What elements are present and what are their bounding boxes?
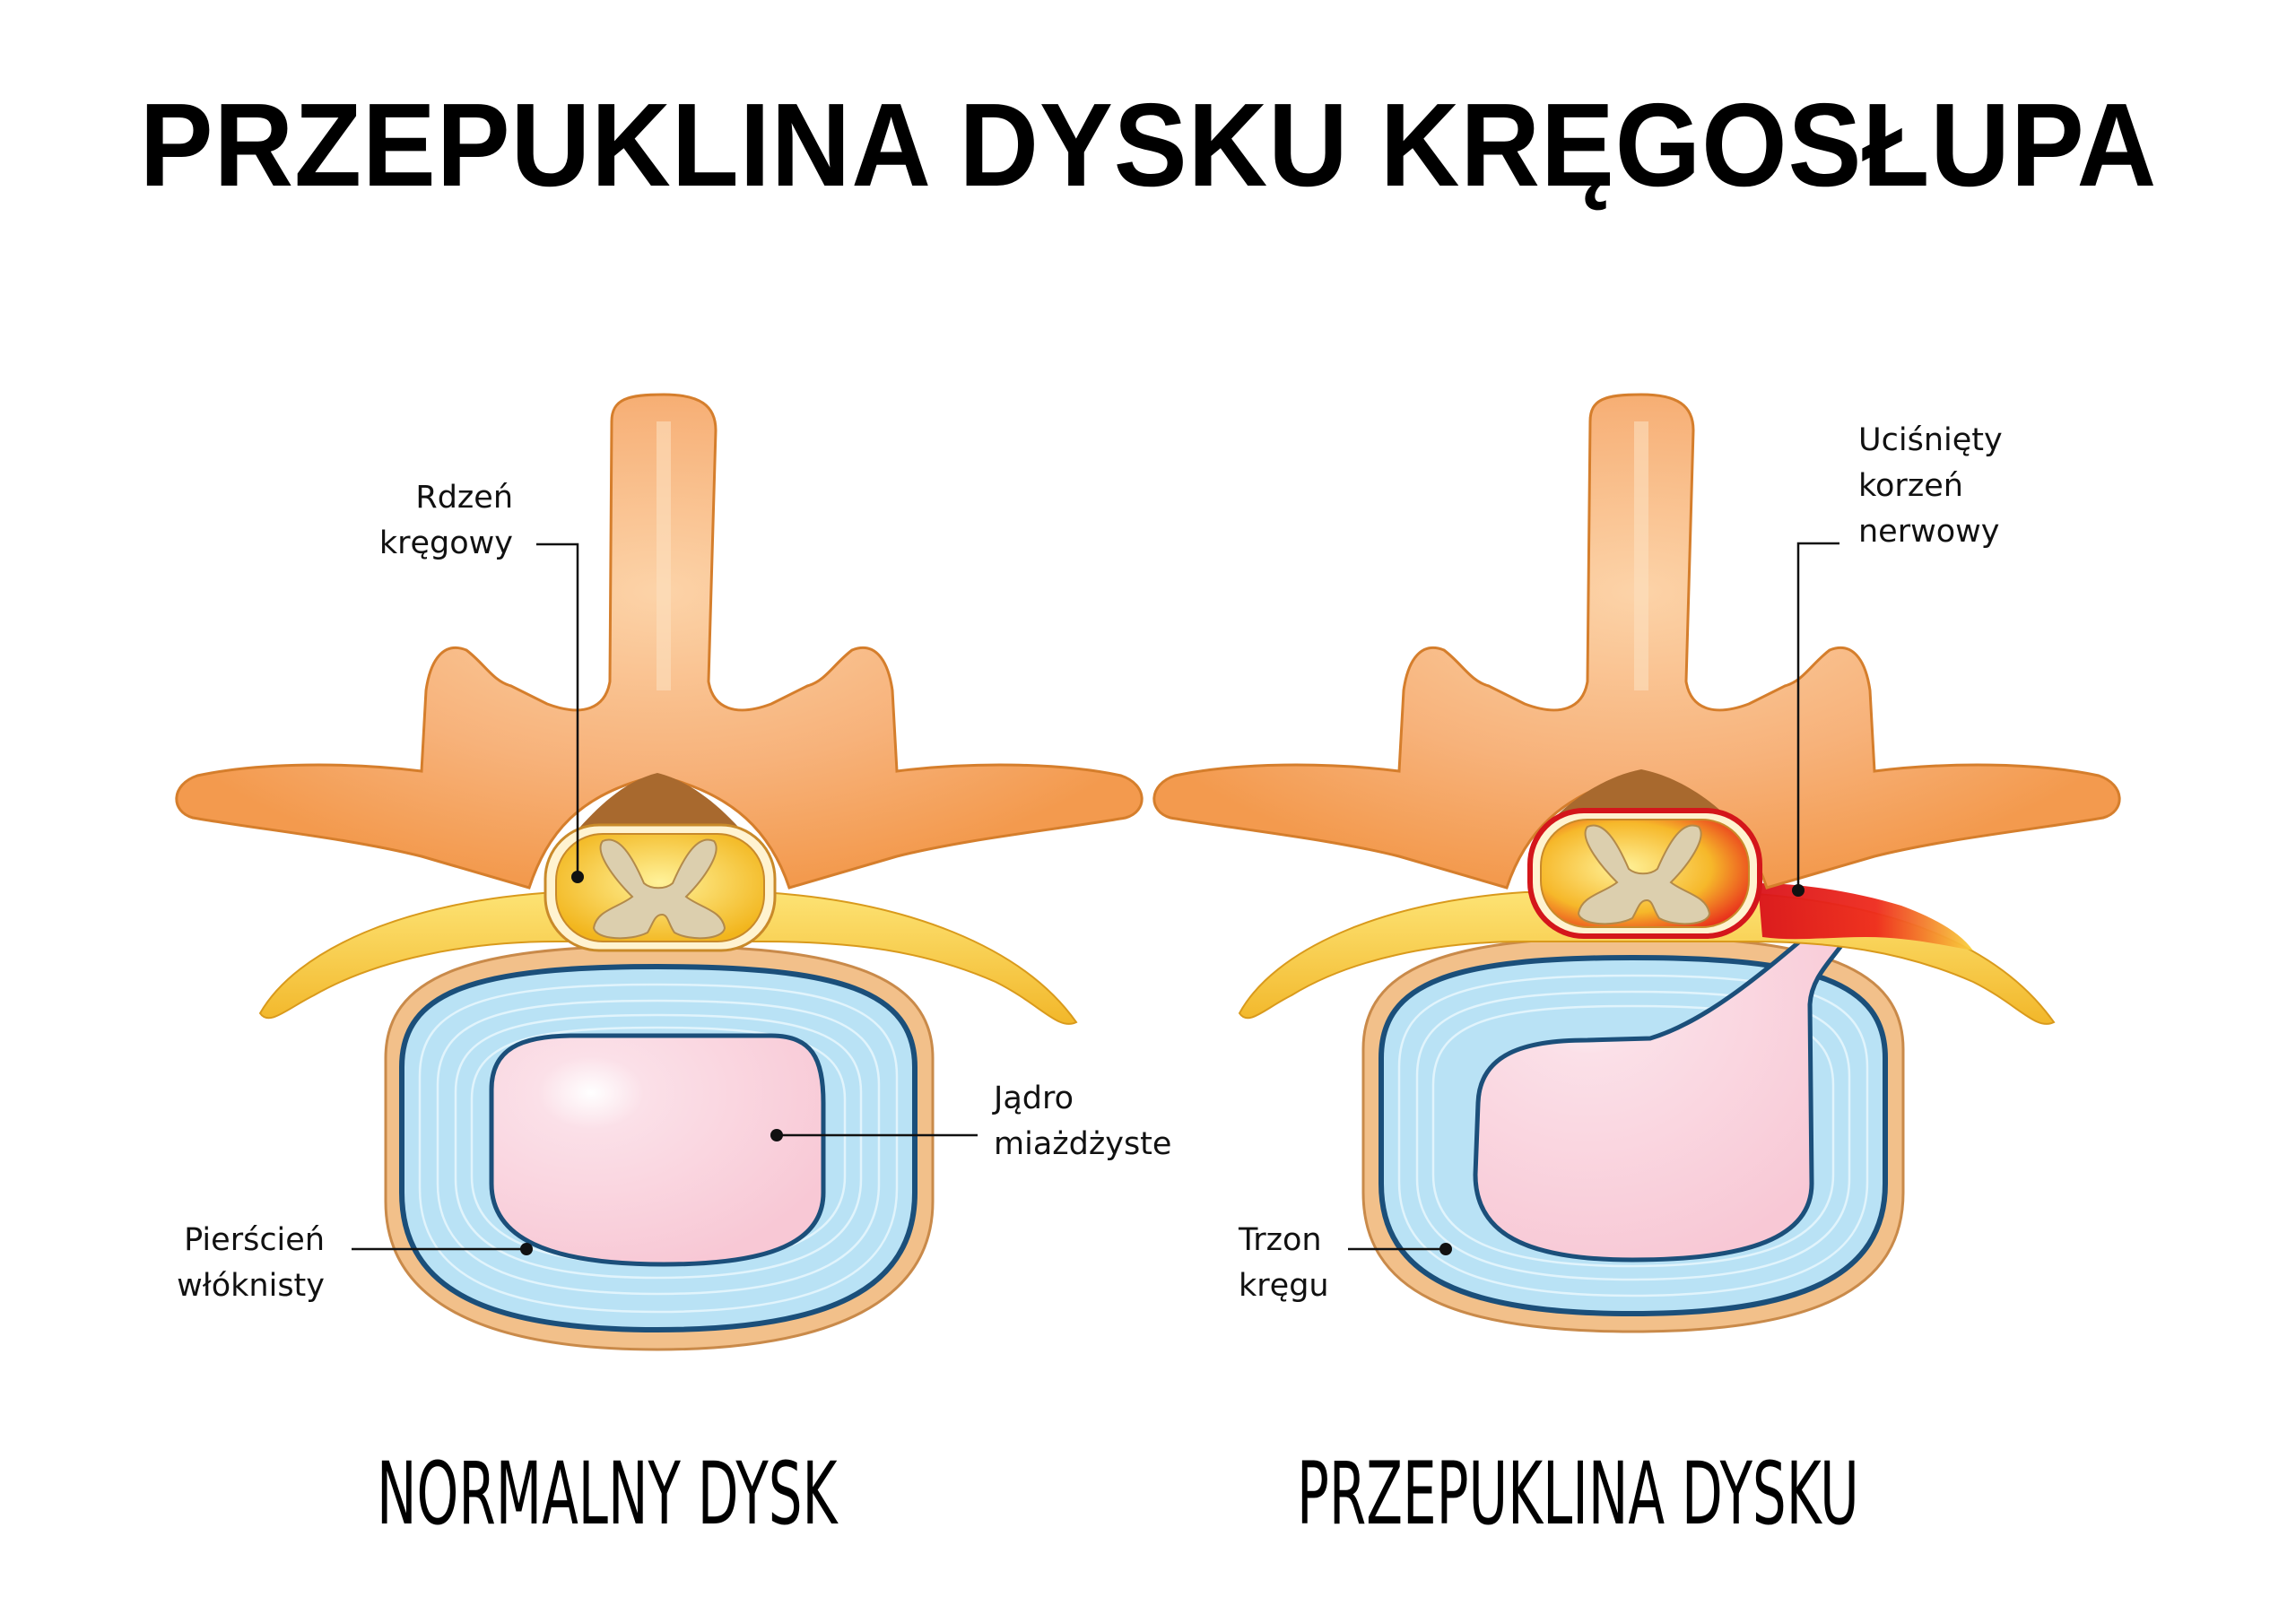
label-compressed-nerve-root: Uciśnięty korzeń nerwowy	[1858, 418, 2003, 555]
grey-matter-herniated	[1577, 824, 1711, 925]
label-line: Uciśnięty	[1858, 422, 2003, 458]
normal-vertebra	[175, 393, 1144, 1351]
marker-spinal-cord	[571, 871, 584, 883]
label-line: korzeń	[1858, 468, 1963, 504]
label-line: miażdżyste	[994, 1126, 1172, 1162]
nerve-roots-normal	[258, 891, 1078, 1025]
nucleus-pulposus-normal	[489, 1033, 826, 1267]
marker-nucleus	[770, 1129, 783, 1141]
label-line: nerwowy	[1858, 514, 2000, 550]
spinal-canal-herniated	[1552, 769, 1731, 820]
marker-annulus	[520, 1243, 533, 1255]
label-line: włóknisty	[177, 1268, 325, 1304]
annulus-rings-herniated	[1397, 974, 1869, 1298]
caption-text: PRZEPUKLINA DYSKU	[1297, 1444, 1859, 1544]
label-line: Rdzeń	[415, 480, 513, 516]
label-spinal-cord: Rdzeń kręgowy	[379, 475, 513, 567]
infographic-title: PRZEPUKLINA DYSKU KRĘGOSŁUPA	[0, 86, 2296, 204]
label-line: Pierścień	[184, 1222, 325, 1258]
caption-text: NORMALNY DYSK	[377, 1444, 838, 1544]
title-text: PRZEPUKLINA DYSKU KRĘGOSŁUPA	[139, 79, 2157, 211]
label-annulus: Pierścień włóknisty	[177, 1218, 325, 1309]
marker-vertebral-body	[1439, 1243, 1452, 1255]
herniated-vertebra	[1152, 393, 2121, 1333]
marker-compressed-nerve-root	[1792, 884, 1805, 897]
spinal-cord-normal	[544, 823, 777, 952]
label-vertebral-body: Trzon kręgu	[1239, 1218, 1329, 1309]
compressed-nerve-root	[1758, 883, 1973, 950]
spinal-canal-normal	[574, 773, 744, 834]
grey-matter-normal	[592, 838, 726, 940]
label-line: Jądro	[994, 1081, 1074, 1116]
caption-normal-disc: NORMALNY DYSK	[377, 1451, 1119, 1537]
spinal-cord-herniated	[1527, 808, 1762, 939]
caption-herniated-disc: PRZEPUKLINA DYSKU	[1297, 1451, 2204, 1537]
leader-compressed-nerve-root	[1796, 542, 1839, 890]
label-line: Trzon	[1239, 1222, 1322, 1258]
label-line: kręgu	[1239, 1268, 1329, 1304]
label-line: kręgowy	[378, 525, 513, 561]
leader-spinal-cord	[536, 542, 579, 877]
annulus-rings	[418, 983, 899, 1314]
label-nucleus: Jądro miażdżyste	[994, 1076, 1171, 1167]
